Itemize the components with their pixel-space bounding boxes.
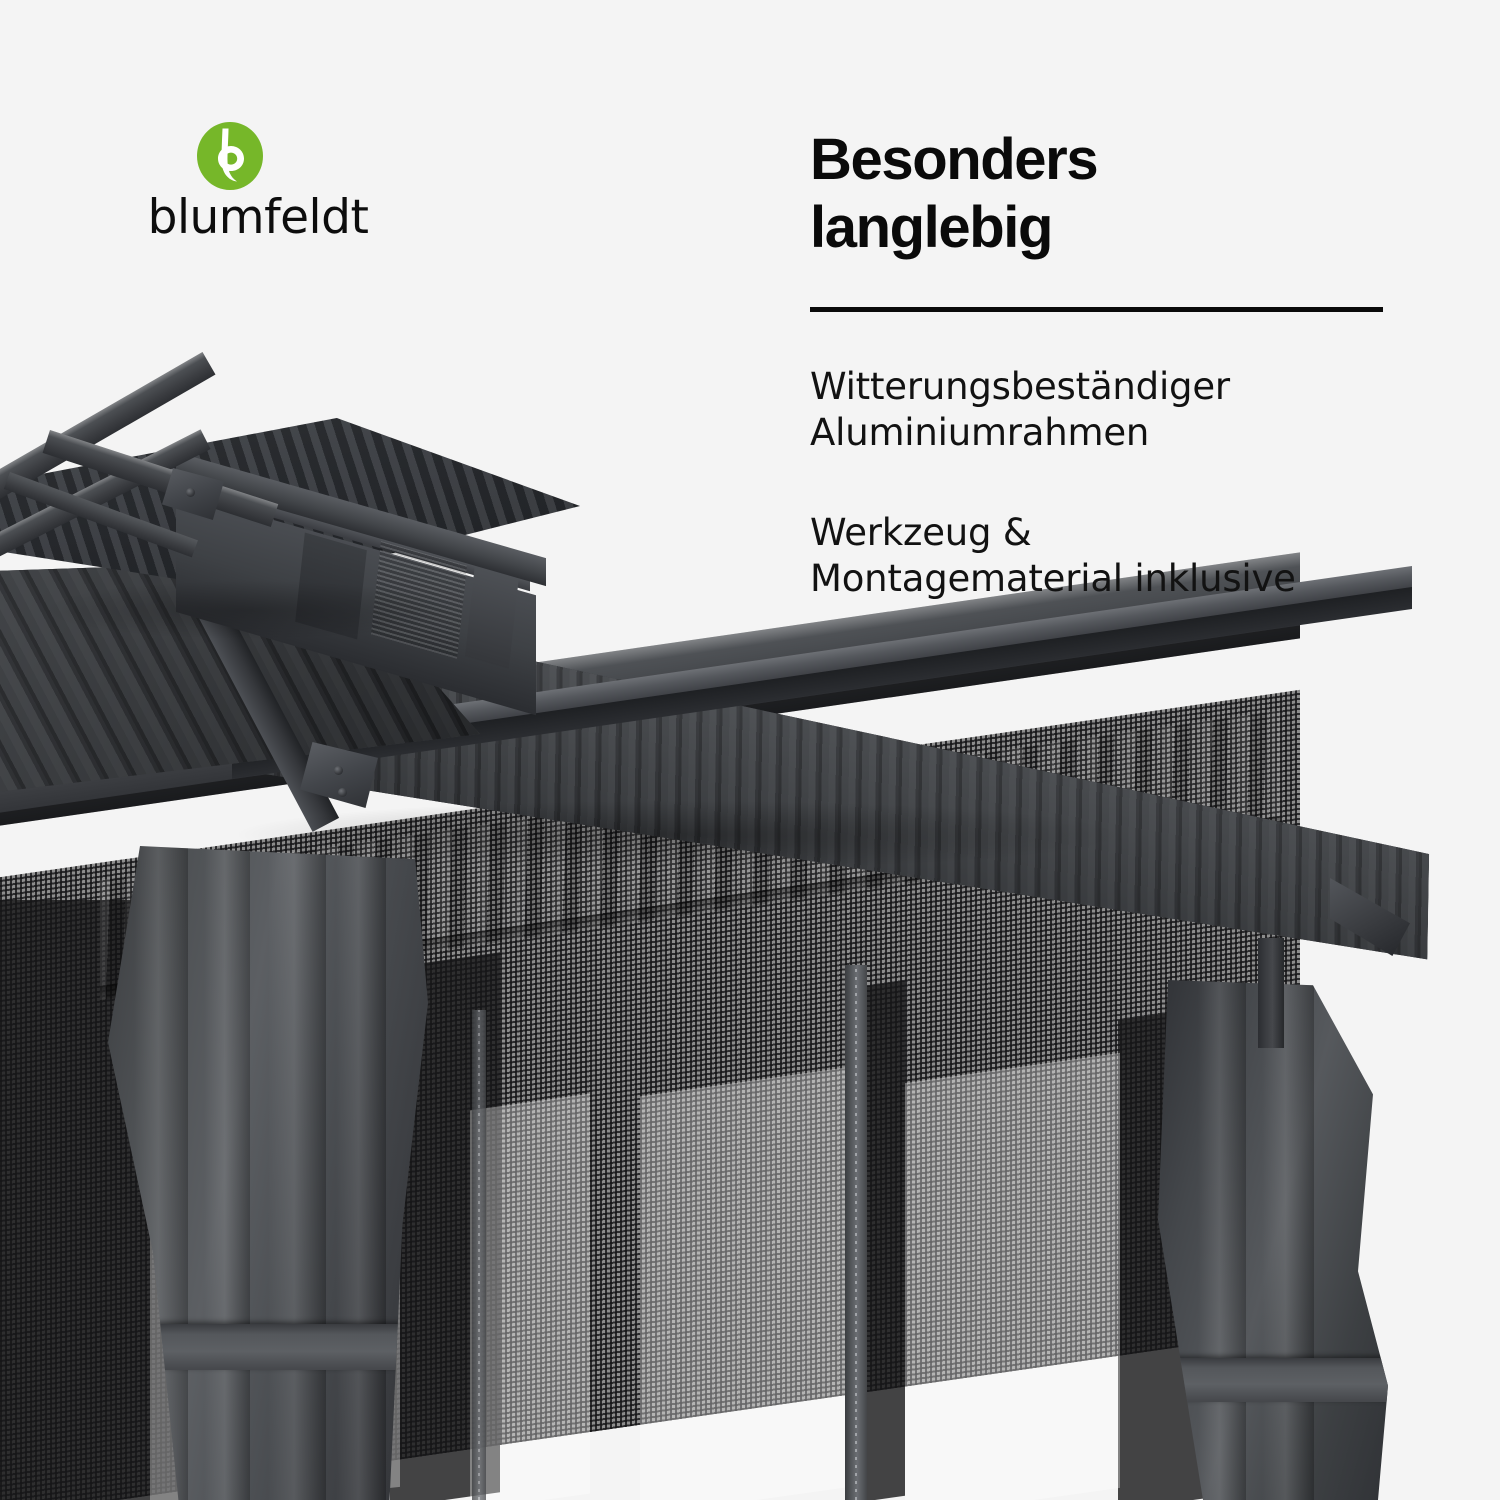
side-curtain-left [108,846,428,1500]
mesh-shadow-panel [390,952,500,1500]
ridge-rafter [3,472,198,558]
cupola-top-cap [176,452,546,587]
ridge-rafter [0,352,216,515]
cupola-contact-shadow [40,580,460,640]
feature-item: Werkzeug & Montagematerial inklusive [810,511,1296,600]
cupola-vent-band [176,492,536,716]
mesh-shadow-panel [845,980,905,1500]
brand-wordmark: blumfeldt [147,190,369,245]
frame-post [845,965,867,1500]
cupola-eave-cap [170,468,530,592]
mesh-shadow-panel [0,900,180,1500]
roof-eave-underside [232,586,1412,779]
fabric-valance [100,709,1280,1000]
cupola-vent-slat [370,541,468,659]
valance-shadow-edge [100,815,1280,1002]
page-title: Besonders langlebig [810,127,1099,260]
mesh-bright-field [470,1093,590,1500]
curtain-tieback [1158,1358,1388,1402]
bracket-bolt [186,488,195,497]
bracket-bolt [338,788,347,797]
roof-panel-lower-right [244,600,1430,1137]
roof-tip-right [1330,878,1410,956]
roof-panel-lower-left [0,560,480,818]
frame-post [472,1010,486,1500]
roof-contact-shadow [230,800,1130,870]
mesh-bright-field [905,1052,1120,1500]
feature-list: Witterungsbeständiger Aluminiumrahmen We… [810,364,1410,602]
feature-item: Witterungsbeständiger Aluminiumrahmen [810,365,1230,454]
corner-bracket-main [300,742,378,808]
bracket-bolt [334,766,343,775]
roof-hip-ridge [171,552,340,832]
side-curtain-right [1158,980,1388,1500]
brand-logo: blumfeldt [108,118,408,258]
cupola-vent-slat [464,563,520,669]
copy-block: Besonders langlebig Witterungsbeständige… [810,126,1410,602]
blumfeldt-b-leaf-icon [197,122,263,190]
curtain-tieback [108,1324,428,1370]
cupola-vent-slat [295,532,367,640]
corner-bracket-upper [162,468,224,520]
roof-panel-upper [0,418,580,590]
mesh-shadow-panel [1118,999,1268,1500]
mesh-bright-field [150,1166,400,1500]
divider [810,307,1383,312]
ridge-rafter [42,430,279,527]
mesh-bright-field [640,1067,845,1500]
beam-end-bracket [1258,938,1284,1048]
ridge-rafter [0,429,211,572]
